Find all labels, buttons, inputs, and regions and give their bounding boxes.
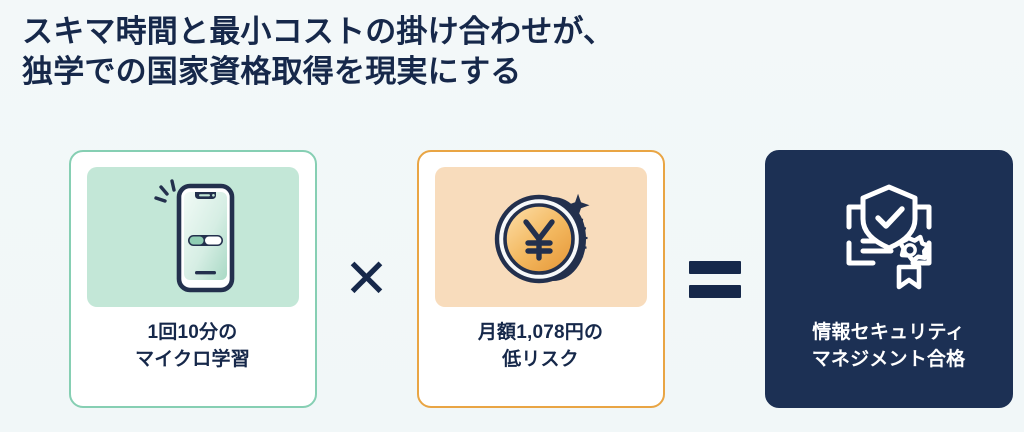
page-title: スキマ時間と最小コストの掛け合わせが、 独学での国家資格取得を現実にする	[22, 12, 982, 92]
card-label-line-2: マネジメント合格	[811, 349, 966, 370]
card-image-panel-low-cost	[434, 167, 647, 307]
card-label-low-cost: 月額1,078円の 低リスク	[478, 319, 603, 373]
card-label-line-2: マイクロ学習	[135, 349, 250, 370]
page-title-line-1: スキマ時間と最小コストの掛け合わせが、	[22, 14, 615, 49]
equals-icon	[688, 260, 741, 298]
card-label-certification-pass: 情報セキュリティ マネジメント合格	[812, 319, 966, 373]
card-certification-pass: 情報セキュリティ マネジメント合格	[764, 150, 1013, 408]
multiply-icon: ✕	[343, 247, 390, 310]
card-label-line-2: 低リスク	[502, 349, 579, 370]
equals-operator	[665, 150, 765, 408]
formula-row: 1回10分の マイクロ学習 ✕	[0, 150, 1024, 408]
card-label-micro-learning: 1回10分の マイクロ学習	[135, 319, 250, 373]
card-low-cost: 月額1,078円の 低リスク	[416, 150, 665, 408]
yen-coin-icon	[494, 193, 590, 284]
equals-bar-bottom	[688, 284, 741, 298]
card-label-line-1: 1回10分の	[147, 322, 238, 343]
card-image-panel-micro-learning	[86, 167, 299, 307]
equals-bar-top	[688, 260, 741, 274]
card-image-panel-certification	[783, 167, 995, 307]
card-label-line-1: 月額1,078円の	[477, 322, 604, 343]
card-label-line-1: 情報セキュリティ	[812, 322, 965, 343]
multiply-operator: ✕	[317, 150, 417, 408]
smartphone-progress-icon	[153, 179, 234, 293]
page-title-line-2: 独学での国家資格取得を現実にする	[22, 54, 522, 89]
card-micro-learning: 1回10分の マイクロ学習	[68, 150, 317, 408]
certificate-shield-award-icon	[846, 184, 931, 290]
